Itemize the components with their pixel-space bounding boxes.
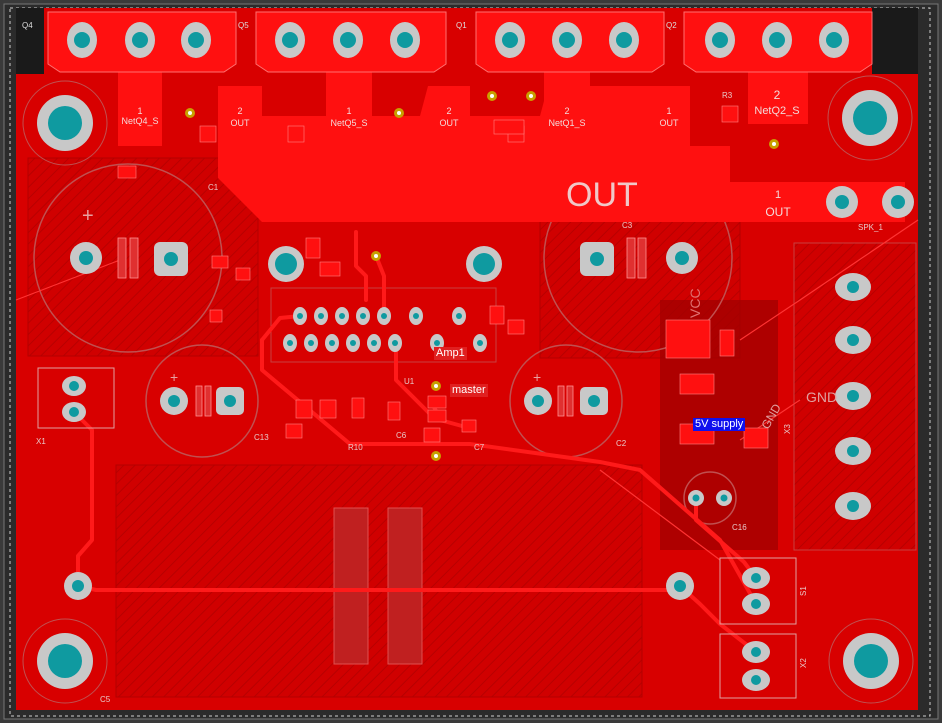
ref-c3: C3: [622, 221, 633, 230]
ref-c16: C16: [732, 523, 747, 532]
pad-holes: [48, 32, 905, 685]
vcc-label: VCC: [687, 288, 703, 318]
mount-outline: [828, 618, 914, 704]
cap-body-marks: [117, 237, 647, 417]
inductor-pad-b: [387, 507, 423, 665]
ref-r3: R3: [722, 91, 733, 100]
q5-pad-num: 1: [346, 106, 351, 116]
mount-outline: [22, 80, 108, 166]
vias: [185, 91, 779, 461]
left-pour-corner: [16, 8, 44, 74]
q1-out-label: OUT: [660, 118, 680, 128]
ref-x1: X1: [36, 437, 46, 446]
ref-q4: Q4: [22, 21, 33, 30]
cap-c16-outline: [683, 471, 737, 525]
q1-net-label: NetQ1_S: [548, 118, 585, 128]
out-pad-q1: [648, 86, 690, 142]
through-hole-pads: [37, 22, 914, 691]
ic-pin-holes: [287, 313, 483, 346]
plus-mark: +: [533, 369, 541, 385]
out-conn-num: 1: [775, 189, 781, 201]
ref-r10: R10: [348, 443, 363, 452]
ref-c1: C1: [208, 183, 219, 192]
ref-q5: Q5: [238, 21, 249, 30]
q1-pad-num: 2: [564, 106, 569, 116]
mount-outline: [827, 75, 913, 161]
board-outline: [9, 7, 931, 717]
q5-out-label: OUT: [440, 118, 460, 128]
q5-net-label: NetQ5_S: [330, 118, 367, 128]
ref-x2: X2: [799, 658, 808, 668]
gnd-label: GND: [806, 389, 837, 405]
ref-q1: Q1: [456, 21, 467, 30]
ref-c5: C5: [100, 695, 111, 704]
amp1-label: Amp1: [434, 347, 467, 360]
right-pour-corner: [872, 8, 918, 74]
out-pad-q5: [428, 86, 470, 142]
q4-out-num: 2: [237, 106, 242, 116]
ref-c13: C13: [254, 433, 269, 442]
switch-s1: [719, 557, 797, 625]
ref-x3: X3: [783, 424, 792, 434]
out-big-label: OUT: [566, 176, 638, 214]
out-conn-label: OUT: [765, 205, 791, 219]
q2-pad-num: 2: [774, 88, 781, 102]
ref-s1: S1: [799, 586, 808, 596]
ref-c2: C2: [616, 439, 627, 448]
q4-out-label: OUT: [231, 118, 251, 128]
connector-x1: [37, 367, 115, 429]
ref-u1: U1: [404, 377, 415, 386]
q2-net-label: NetQ2_S: [754, 105, 799, 117]
out-pad-q4: [218, 86, 262, 142]
plus-mark: +: [82, 205, 94, 227]
out-copper-bus: [218, 86, 905, 222]
mount-outline: [22, 618, 108, 704]
smd-pads: [117, 105, 769, 449]
cap-c13-outline: [145, 344, 259, 458]
plus-mark: +: [170, 369, 178, 385]
q4-pad-num: 1: [137, 106, 142, 116]
supply-label: 5V supply: [693, 418, 746, 431]
connector-x2: [719, 633, 797, 699]
q5-out-num: 2: [446, 106, 451, 116]
inductor-area: [115, 464, 643, 698]
ref-c7: C7: [474, 443, 485, 452]
ref-c6: C6: [396, 431, 407, 440]
master-label: master: [450, 384, 488, 397]
ref-q2: Q2: [666, 21, 677, 30]
q4-net-label: NetQ4_S: [121, 116, 158, 126]
ref-spk: SPK_1: [858, 223, 883, 232]
inductor-pad-a: [333, 507, 369, 665]
q1-out-num: 1: [666, 106, 671, 116]
